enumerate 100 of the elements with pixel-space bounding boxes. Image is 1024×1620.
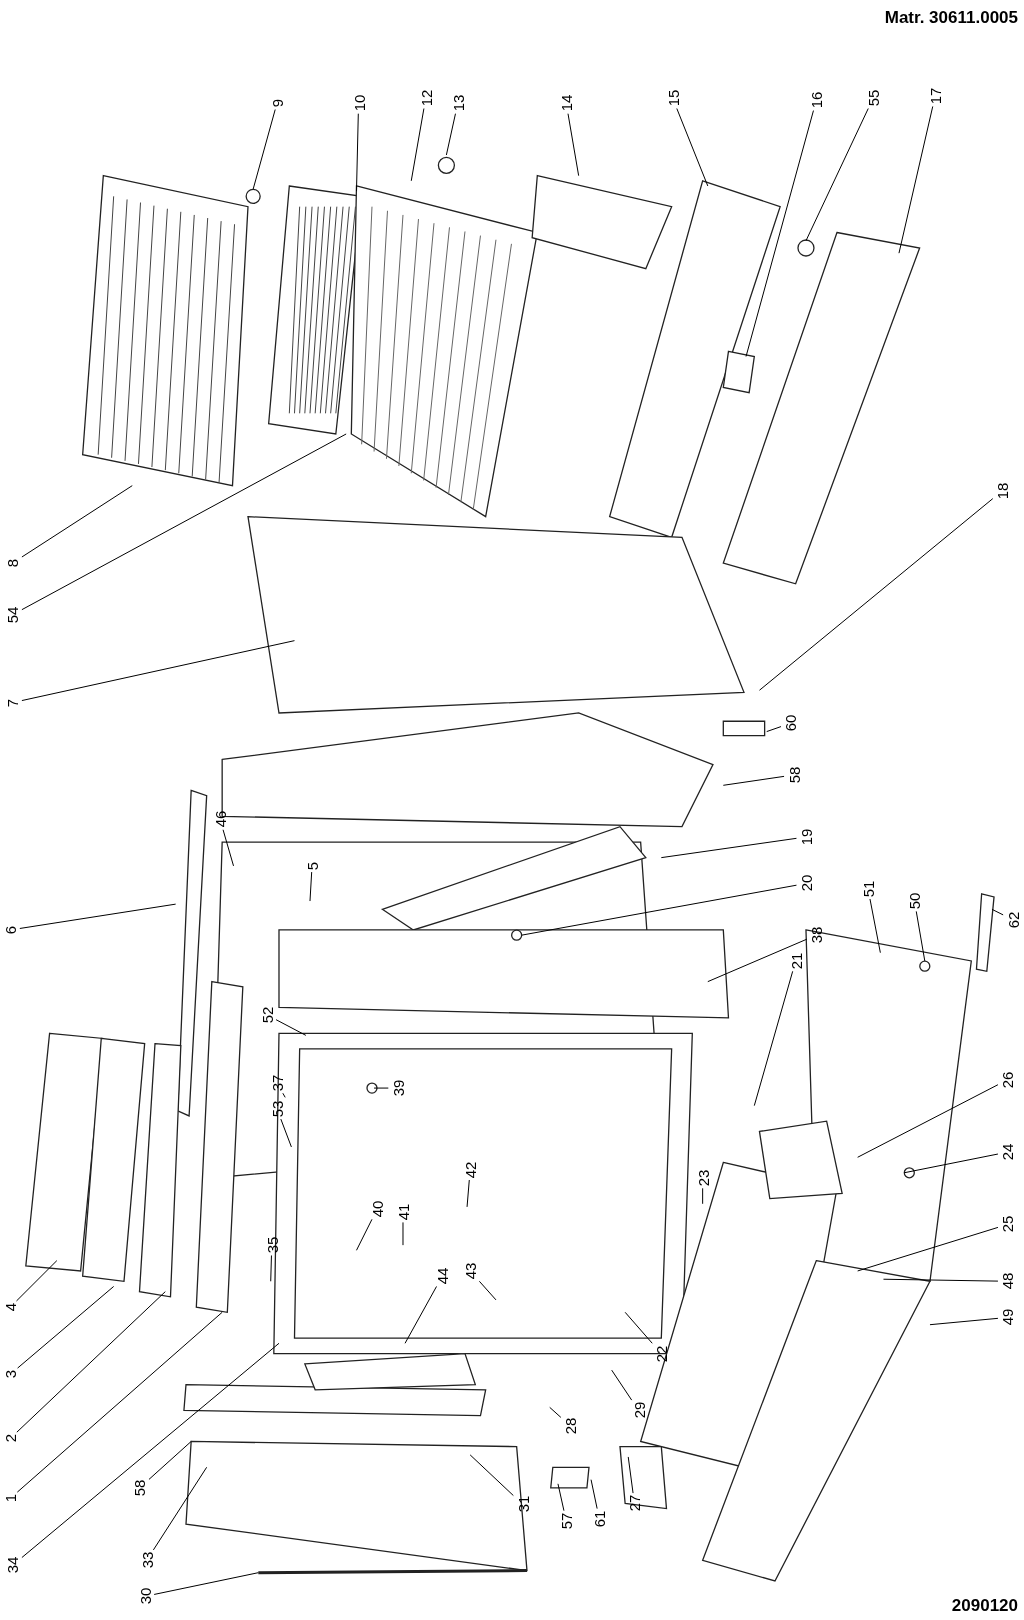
callout-number: 34	[4, 1557, 20, 1574]
callout-number: 31	[515, 1496, 531, 1513]
leader-line	[309, 871, 313, 902]
leader-line	[627, 1456, 634, 1494]
callout-number: 25	[999, 1216, 1015, 1233]
callout-number: 43	[462, 1262, 478, 1280]
leader-line	[521, 884, 797, 936]
leader-line	[19, 903, 177, 929]
callout-number: 17	[927, 87, 943, 105]
callout-number: 26	[999, 1071, 1015, 1089]
callout-number: 49	[999, 1309, 1015, 1326]
leader-line	[152, 1466, 208, 1551]
leader-line	[915, 910, 926, 962]
leader-line	[766, 726, 782, 733]
leader-line	[280, 1118, 292, 1148]
leader-line	[16, 1311, 223, 1493]
leader-line	[469, 1454, 514, 1497]
leader-line	[21, 433, 347, 611]
leader-line	[275, 1019, 307, 1036]
callout-number: 51	[860, 880, 876, 897]
callout-number: 2	[2, 1434, 18, 1443]
leader-line	[898, 105, 934, 254]
callout-number: 55	[865, 89, 881, 107]
material-number: Matr. 30611.0005	[884, 8, 1018, 28]
leader-line	[702, 1187, 704, 1205]
callout-number: 44	[434, 1267, 450, 1285]
callout-number: 39	[390, 1079, 406, 1097]
leader-line	[402, 1221, 404, 1246]
callout-number: 52	[259, 1006, 275, 1024]
callout-number: 10	[351, 95, 367, 112]
leader-line	[16, 1291, 166, 1433]
callout-number: 35	[264, 1236, 280, 1254]
callout-number: 22	[653, 1345, 669, 1362]
callout-number: 4	[2, 1302, 18, 1312]
leader-line	[707, 938, 808, 983]
callout-number: 37	[269, 1074, 285, 1092]
callout-number: 57	[558, 1512, 574, 1530]
leader-line	[21, 485, 133, 558]
callout-number: 19	[798, 828, 814, 846]
callout-number: 27	[626, 1495, 642, 1512]
callout-number: 15	[665, 89, 681, 107]
leader-line	[805, 108, 869, 242]
callout-number: 6	[2, 925, 18, 935]
leader-line	[869, 898, 881, 954]
callout-number: 48	[999, 1272, 1015, 1290]
leader-line	[153, 1572, 259, 1595]
callout-number: 58	[786, 766, 802, 784]
callout-number: 23	[695, 1169, 711, 1187]
leader-line	[557, 1483, 565, 1512]
leader-line	[21, 1342, 280, 1558]
callout-number: 24	[999, 1143, 1015, 1161]
leader-line	[903, 1153, 999, 1174]
leader-line	[857, 1226, 999, 1272]
callout-number: 28	[562, 1417, 578, 1435]
leader-line	[882, 1278, 999, 1282]
leader-line	[611, 1369, 633, 1401]
callout-number: 58	[132, 1479, 147, 1497]
leader-line	[478, 1280, 497, 1301]
leader-line	[404, 1285, 437, 1344]
leader-line	[722, 775, 785, 786]
callout-number: 5	[304, 861, 320, 871]
callout-number: 41	[395, 1203, 411, 1221]
leader-line	[676, 108, 709, 187]
callout-number: 16	[808, 91, 824, 109]
leader-line	[356, 1218, 373, 1251]
callout-number: 38	[808, 926, 824, 944]
callout-number: 12	[418, 89, 434, 107]
leader-line	[466, 1179, 470, 1208]
leader-line	[857, 1084, 999, 1158]
callout-number: 30	[137, 1588, 153, 1605]
leader-line	[410, 108, 425, 182]
callout-number: 62	[1005, 911, 1021, 928]
drawing-number: 2090120	[951, 1596, 1018, 1616]
callout-number: 29	[631, 1402, 647, 1419]
callout-number: 40	[369, 1200, 385, 1218]
callout-number: 18	[994, 482, 1010, 500]
leader-line	[373, 1087, 389, 1089]
leader-line	[929, 1317, 999, 1326]
leader-line	[282, 1092, 286, 1098]
callout-number: 9	[269, 99, 285, 108]
callout-number: 60	[782, 714, 798, 732]
leader-line	[624, 1311, 653, 1344]
leader-line	[252, 109, 276, 190]
callout-number: 13	[450, 95, 466, 112]
callout-number: 33	[139, 1551, 155, 1569]
leader-line	[445, 113, 456, 156]
leader-line	[590, 1479, 598, 1510]
callout-number: 21	[788, 952, 804, 970]
callout-number: 14	[558, 95, 574, 112]
leader-line	[222, 829, 235, 867]
callout-number: 20	[798, 875, 814, 892]
callout-number: 1	[2, 1494, 18, 1503]
callout-number: 54	[4, 606, 20, 624]
leader-line	[270, 1254, 272, 1282]
leader-line	[745, 110, 814, 357]
leader-line	[356, 113, 359, 192]
leader-line	[148, 1440, 192, 1480]
callout-number: 8	[4, 558, 20, 568]
leader-line	[16, 1260, 58, 1302]
leader-line	[991, 908, 1004, 916]
